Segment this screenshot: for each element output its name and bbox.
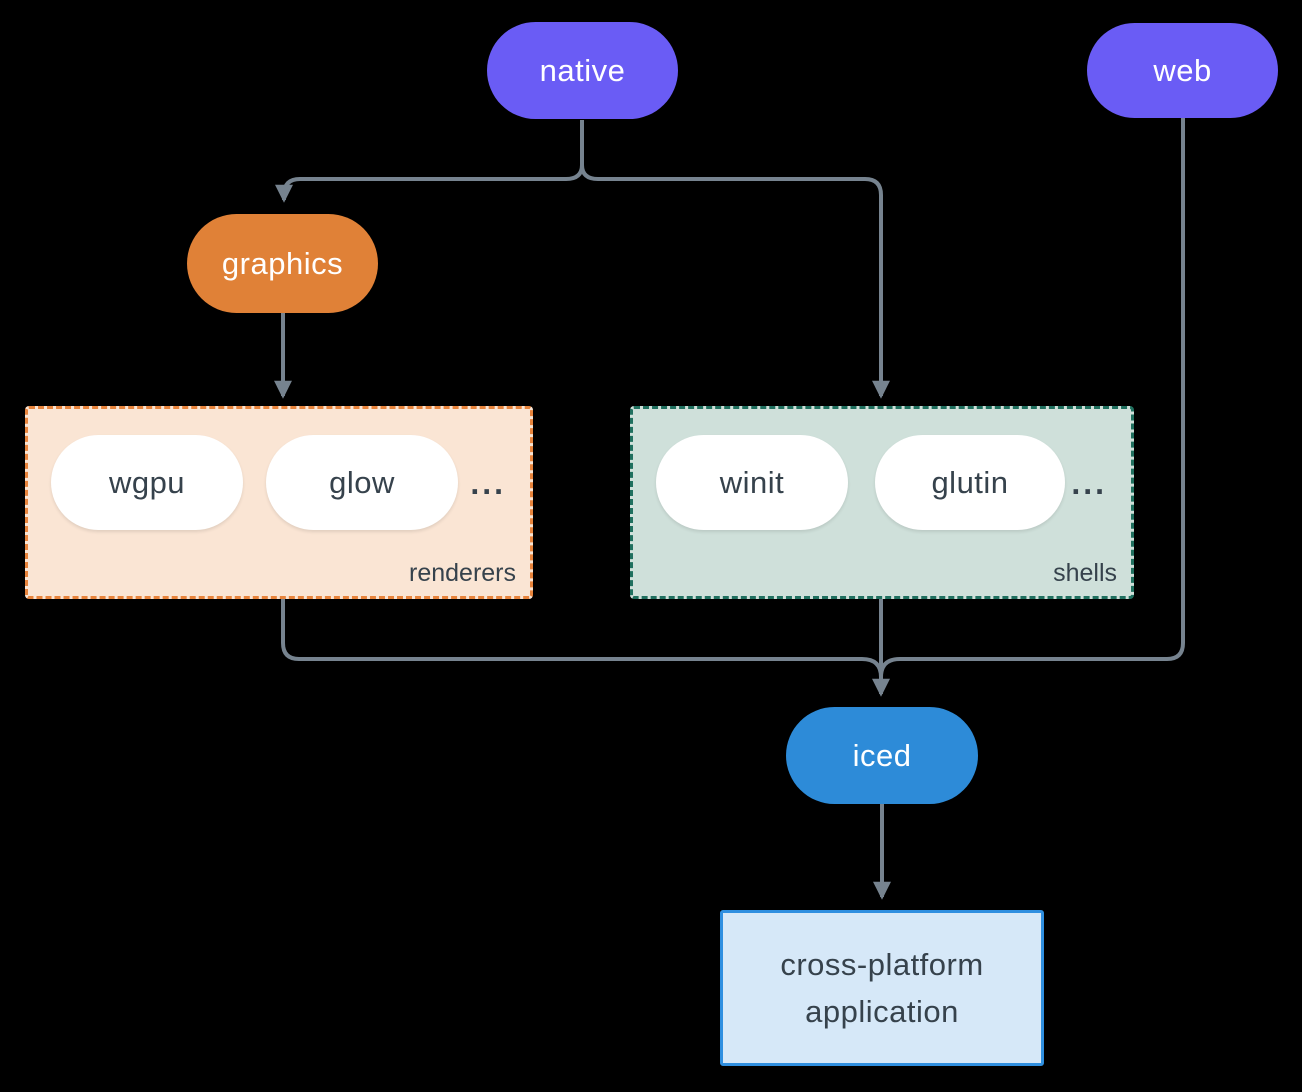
- group-shells: winit glutin ... shells: [630, 406, 1134, 599]
- app-label-line2: application: [805, 994, 959, 1029]
- shells-ellipsis: ...: [1071, 465, 1107, 501]
- node-glutin: glutin: [875, 435, 1065, 530]
- node-winit: winit: [656, 435, 848, 530]
- node-graphics-label: graphics: [221, 245, 344, 281]
- node-native: native: [487, 22, 678, 119]
- node-web-label: web: [1153, 52, 1212, 88]
- group-renderers-label: renderers: [409, 559, 516, 587]
- node-winit-label: winit: [719, 464, 785, 500]
- node-glow-label: glow: [329, 464, 395, 500]
- node-wgpu-label: wgpu: [108, 464, 186, 500]
- node-native-label: native: [539, 52, 626, 88]
- group-shells-label: shells: [1053, 559, 1117, 587]
- node-glutin-label: glutin: [931, 464, 1009, 500]
- edge-renderers-merge: [281, 599, 883, 678]
- edge-native-shells: [580, 164, 890, 399]
- app-label-line1: cross-platform: [780, 947, 984, 982]
- node-cross-platform-application: cross-platform application: [720, 910, 1044, 1066]
- renderers-ellipsis: ...: [470, 465, 506, 501]
- node-web: web: [1087, 23, 1278, 118]
- edge-native-graphics: [275, 164, 584, 203]
- edge-web-merge: [879, 118, 1185, 678]
- group-renderers: wgpu glow ... renderers: [25, 406, 533, 599]
- node-wgpu: wgpu: [51, 435, 243, 530]
- node-iced: iced: [786, 707, 978, 804]
- node-graphics: graphics: [187, 214, 378, 313]
- node-glow: glow: [266, 435, 458, 530]
- node-iced-label: iced: [852, 737, 912, 773]
